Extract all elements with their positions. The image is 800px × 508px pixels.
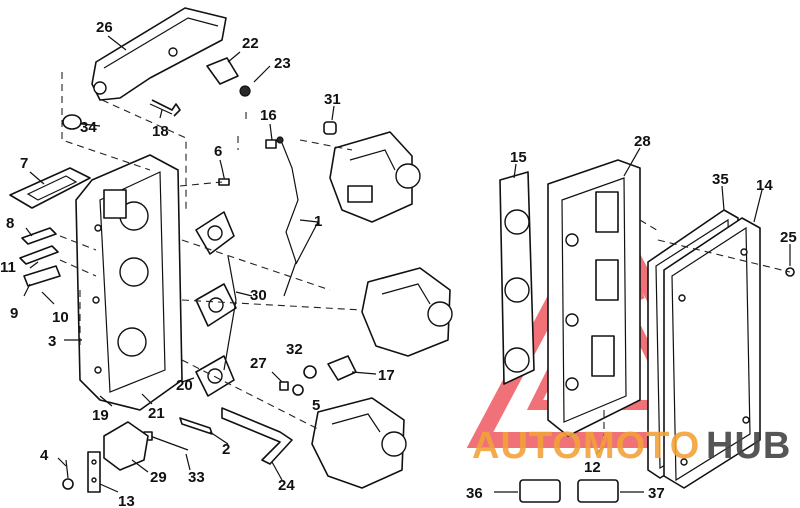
- part-29-block: [103, 421, 149, 471]
- callout-25: 25: [780, 229, 797, 246]
- part-14-cover: [663, 217, 761, 489]
- callout-6: 6: [214, 143, 222, 160]
- callout-3: 3: [48, 333, 56, 350]
- callout-14: 14: [756, 177, 773, 194]
- callout-37: 37: [648, 485, 665, 502]
- part-15-gasket: [499, 171, 535, 385]
- assembly-dashed-lines-right: [603, 219, 791, 446]
- part-13-plate: [87, 451, 101, 493]
- part-37-element: [577, 479, 619, 503]
- part-2-pin: [179, 417, 213, 435]
- callout-10: 10: [52, 309, 69, 326]
- callout-1: 1: [314, 213, 322, 230]
- callout-29: 29: [150, 469, 167, 486]
- part-8-reed: [21, 227, 57, 245]
- callout-2: 2: [222, 441, 230, 458]
- callout-22: 22: [242, 35, 259, 52]
- callout-30: 30: [250, 287, 267, 304]
- part-36-element: [519, 479, 561, 503]
- callout-21: 21: [148, 405, 165, 422]
- callout-36: 36: [466, 485, 483, 502]
- callout-8: 8: [6, 215, 14, 232]
- callout-12: 12: [584, 459, 601, 476]
- part-33-bolt: [143, 431, 189, 451]
- callout-23: 23: [274, 55, 291, 72]
- callout-34: 34: [80, 119, 97, 136]
- part-4-screw: [62, 459, 74, 490]
- watermark-brand-part2: HUB: [706, 425, 791, 467]
- part-32-nut: [303, 365, 317, 379]
- callout-11: 11: [0, 259, 16, 276]
- part-17-bracket: [327, 355, 357, 381]
- callout-labels: 26 22 23 31 16 34 18 6 7 1 8 11 9 10 30 …: [0, 19, 797, 508]
- callout-20: 20: [176, 377, 193, 394]
- part-3-intake-manifold: [75, 154, 183, 411]
- callout-7: 7: [20, 155, 28, 172]
- part-30-gasket-bot: [195, 355, 235, 397]
- part-9-reed-stop: [23, 265, 61, 287]
- part-18-bolt: [149, 99, 181, 117]
- part-34-plug: [62, 114, 82, 130]
- callout-32: 32: [286, 341, 303, 358]
- watermark-brand-part1: AUTOMOTO: [472, 425, 700, 467]
- callout-4: 4: [40, 447, 49, 464]
- callout-5: 5: [312, 397, 320, 414]
- part-5-washer: [292, 384, 304, 396]
- carburetor-top: [329, 131, 421, 223]
- callout-33: 33: [188, 469, 205, 486]
- watermark-brand-text: AUTOMOTO HUB: [472, 425, 791, 467]
- callout-17: 17: [378, 367, 395, 384]
- carburetor-bot: [311, 397, 407, 489]
- callout-31: 31: [324, 91, 341, 108]
- callout-24: 24: [278, 477, 295, 494]
- part-27-screw: [271, 371, 289, 391]
- part-30-gasket-mid: [195, 283, 237, 327]
- callout-13: 13: [118, 493, 135, 508]
- part-30-gasket-top: [195, 211, 235, 255]
- callout-16: 16: [260, 107, 277, 124]
- part-11-reed: [19, 245, 59, 265]
- leader-lines: [23, 35, 791, 493]
- part-28-exhaust-housing: [547, 159, 641, 437]
- callout-35: 35: [712, 171, 729, 188]
- callout-19: 19: [92, 407, 109, 424]
- part-16-clip: [265, 139, 277, 149]
- part-7-reed-plate: [9, 167, 91, 209]
- part-1-linkage: [276, 136, 299, 297]
- carburetor-mid: [361, 267, 453, 357]
- part-24-hose: [221, 407, 293, 465]
- callout-28: 28: [634, 133, 651, 150]
- part-22-bracket: [206, 57, 251, 97]
- part-26-manifold: [91, 7, 227, 101]
- callout-27: 27: [250, 355, 267, 372]
- callout-18: 18: [152, 123, 169, 140]
- callout-9: 9: [10, 305, 18, 322]
- part-31-cap: [323, 121, 337, 135]
- callout-15: 15: [510, 149, 527, 166]
- callout-26: 26: [96, 19, 113, 36]
